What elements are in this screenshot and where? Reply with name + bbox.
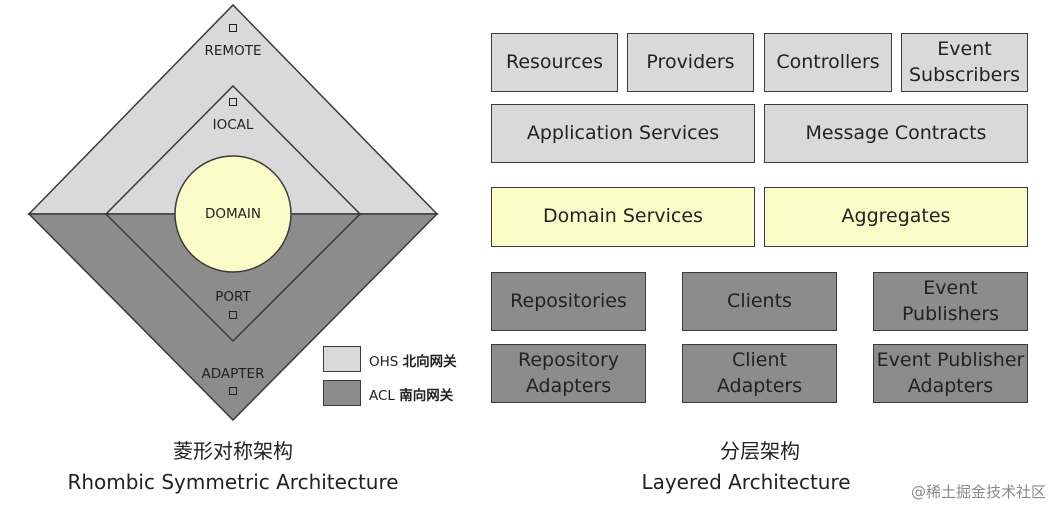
port-label: PORT [215,289,251,305]
layer-event-publishers: Event Publishers [873,272,1028,331]
local-port-icon [229,98,237,106]
domain-circle [174,155,292,273]
layer-repositories: Repositories [491,272,646,331]
watermark: @稀土掘金技术社区 [910,483,1046,501]
left-caption-cn: 菱形对称架构 [173,439,293,463]
domain-label: DOMAIN [205,206,261,222]
layer-client-adapters: Client Adapters [682,344,837,403]
legend-ohs-swatch [323,346,361,372]
layer-aggregates: Aggregates [764,187,1028,247]
legend-acl-prefix: ACL [369,388,400,404]
legend-ohs: OHS 北向网关 [369,350,457,370]
local-label: IOCAL [212,117,254,133]
layer-message-contracts: Message Contracts [764,104,1028,163]
layer-application-services: Application Services [491,104,755,163]
remote-port-icon [229,24,237,32]
layer-controllers: Controllers [764,33,892,92]
legend-acl: ACL 南向网关 [369,384,453,404]
right-caption-cn: 分层架构 [720,439,800,463]
layer-resources: Resources [491,33,618,92]
remote-label: REMOTE [204,43,262,59]
layer-providers: Providers [627,33,754,92]
adapter-icon [229,387,237,395]
layer-clients: Clients [682,272,837,331]
legend-acl-swatch [323,380,361,406]
legend-ohs-text: 北向网关 [402,354,457,370]
layer-event-publisher-adapters: Event Publisher Adapters [873,344,1028,403]
port-icon [229,311,237,319]
legend-ohs-prefix: OHS [369,354,403,370]
layer-event-subscribers: Event Subscribers [901,33,1028,92]
right-caption-en: Layered Architecture [641,470,851,494]
adapter-label: ADAPTER [201,366,265,382]
rhombic-diagram [27,3,439,422]
layer-repository-adapters: Repository Adapters [491,344,646,403]
legend-acl-text: 南向网关 [399,388,454,404]
layer-domain-services: Domain Services [491,187,755,247]
left-caption-en: Rhombic Symmetric Architecture [67,470,399,494]
